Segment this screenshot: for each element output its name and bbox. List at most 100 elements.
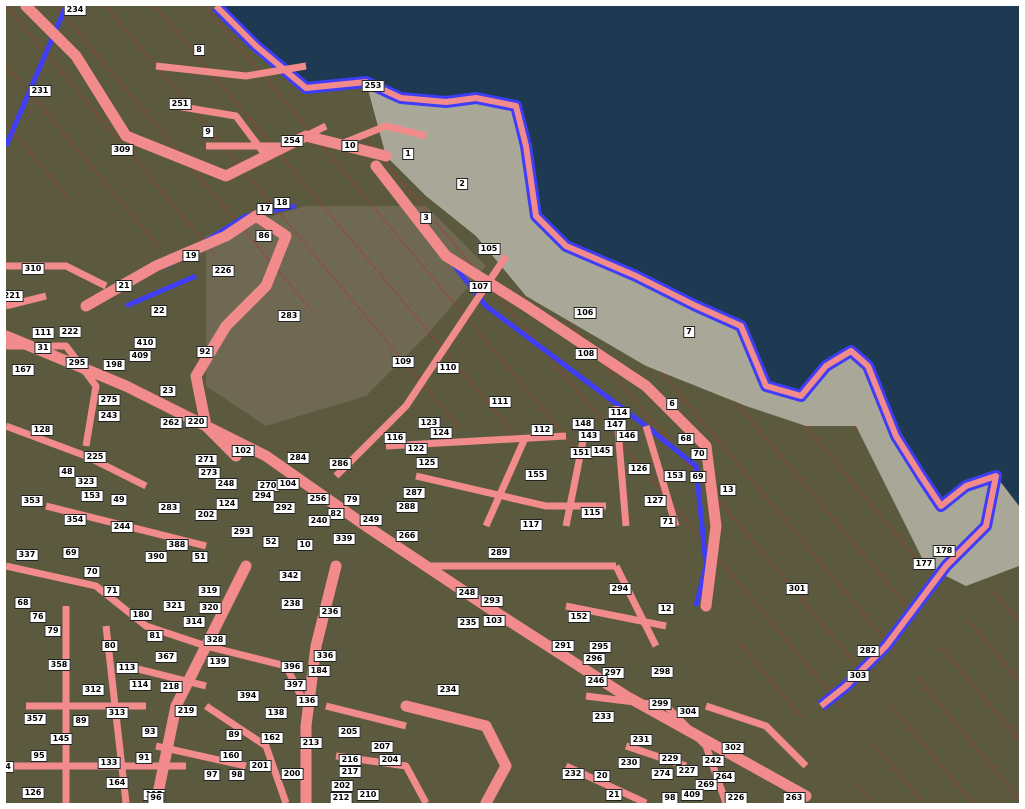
parcel-label-p82[interactable]: 82: [327, 508, 345, 520]
parcel-label-p235[interactable]: 235: [456, 617, 480, 629]
parcel-label-p102[interactable]: 102: [231, 445, 255, 457]
parcel-label-p295b[interactable]: 295: [588, 641, 612, 653]
parcel-label-p205[interactable]: 205: [337, 726, 361, 738]
parcel-label-p71b[interactable]: 71: [103, 585, 121, 597]
parcel-label-p153[interactable]: 153: [663, 470, 687, 482]
parcel-label-p19[interactable]: 19: [182, 250, 200, 262]
parcel-label-p301[interactable]: 301: [785, 583, 809, 595]
parcel-label-p220[interactable]: 220: [184, 416, 208, 428]
parcel-label-p116[interactable]: 116: [383, 432, 407, 444]
parcel-label-p7[interactable]: 7: [683, 326, 695, 338]
parcel-label-p388[interactable]: 388: [165, 539, 189, 551]
parcel-label-p287[interactable]: 287: [402, 487, 426, 499]
parcel-label-p271[interactable]: 271: [194, 454, 218, 466]
parcel-label-p319[interactable]: 319: [197, 585, 221, 597]
parcel-label-p234a[interactable]: 234: [63, 6, 87, 16]
parcel-label-p238[interactable]: 238: [280, 598, 304, 610]
parcel-label-p292[interactable]: 292: [272, 502, 296, 514]
parcel-label-p112[interactable]: 112: [530, 424, 554, 436]
parcel-label-p126b[interactable]: 126: [21, 787, 45, 799]
parcel-label-p409a[interactable]: 409: [128, 350, 152, 362]
parcel-label-p2[interactable]: 2: [456, 178, 468, 190]
parcel-label-p273[interactable]: 273: [197, 467, 221, 479]
parcel-label-p323[interactable]: 323: [74, 476, 98, 488]
parcel-label-p242[interactable]: 242: [701, 755, 725, 767]
parcel-label-p234b[interactable]: 234: [436, 684, 460, 696]
parcel-label-p210[interactable]: 210: [356, 789, 380, 801]
parcel-label-p293b[interactable]: 293: [480, 595, 504, 607]
parcel-label-p110[interactable]: 110: [436, 362, 460, 374]
parcel-label-p52[interactable]: 52: [262, 536, 280, 548]
parcel-label-p178[interactable]: 178: [932, 545, 956, 557]
parcel-label-p232[interactable]: 232: [561, 768, 585, 780]
parcel-label-p10b[interactable]: 10: [296, 539, 314, 551]
parcel-label-p177[interactable]: 177: [912, 558, 936, 570]
parcel-label-p256[interactable]: 256: [306, 493, 330, 505]
parcel-label-p145b[interactable]: 145: [49, 733, 73, 745]
parcel-label-p13[interactable]: 13: [719, 484, 737, 496]
parcel-label-p264[interactable]: 264: [712, 771, 736, 783]
parcel-label-p357[interactable]: 357: [23, 713, 47, 725]
parcel-label-p216[interactable]: 216: [338, 754, 362, 766]
parcel-label-p115[interactable]: 115: [580, 507, 604, 519]
parcel-label-p337[interactable]: 337: [15, 549, 39, 561]
parcel-label-p148[interactable]: 148: [571, 418, 595, 430]
parcel-label-p342[interactable]: 342: [278, 570, 302, 582]
parcel-label-p304[interactable]: 304: [676, 706, 700, 718]
parcel-label-p21[interactable]: 21: [115, 280, 133, 292]
parcel-label-p96[interactable]: 96: [147, 792, 165, 803]
parcel-label-p138[interactable]: 138: [264, 707, 288, 719]
parcel-label-p296[interactable]: 296: [582, 653, 606, 665]
parcel-label-p286[interactable]: 286: [328, 458, 352, 470]
parcel-label-p240[interactable]: 240: [307, 515, 331, 527]
parcel-label-p167[interactable]: 167: [11, 364, 35, 376]
parcel-label-p12[interactable]: 12: [657, 603, 675, 615]
parcel-label-p274[interactable]: 274: [650, 768, 674, 780]
parcel-label-p80[interactable]: 80: [101, 640, 119, 652]
parcel-label-p269[interactable]: 269: [694, 779, 718, 791]
parcel-label-p204[interactable]: 204: [378, 754, 402, 766]
parcel-label-p125[interactable]: 125: [415, 457, 439, 469]
parcel-label-p155[interactable]: 155: [524, 469, 548, 481]
parcel-label-p309[interactable]: 309: [110, 144, 134, 156]
parcel-label-p198[interactable]: 198: [102, 359, 126, 371]
parcel-label-p246[interactable]: 246: [584, 675, 608, 687]
parcel-label-p397[interactable]: 397: [283, 679, 307, 691]
parcel-label-p71a[interactable]: 71: [659, 516, 677, 528]
parcel-label-p124[interactable]: 124: [429, 427, 453, 439]
parcel-label-p293[interactable]: 293: [230, 526, 254, 538]
parcel-label-p145[interactable]: 145: [590, 445, 614, 457]
parcel-label-p283b[interactable]: 283: [157, 502, 181, 514]
parcel-label-p226a[interactable]: 226: [211, 265, 235, 277]
parcel-label-p202[interactable]: 202: [194, 509, 218, 521]
parcel-label-p339[interactable]: 339: [332, 533, 356, 545]
parcel-label-p8[interactable]: 8: [193, 44, 205, 56]
parcel-label-p69a[interactable]: 69: [689, 471, 707, 483]
parcel-label-p263[interactable]: 263: [782, 792, 806, 803]
parcel-label-p22[interactable]: 22: [150, 305, 168, 317]
parcel-label-p218[interactable]: 218: [159, 681, 183, 693]
parcel-label-p289[interactable]: 289: [487, 547, 511, 559]
parcel-label-p147[interactable]: 147: [603, 419, 627, 431]
parcel-label-p91[interactable]: 91: [135, 752, 153, 764]
parcel-label-p111a[interactable]: 111: [31, 327, 55, 339]
parcel-label-p221[interactable]: 221: [6, 290, 24, 302]
parcel-label-p409b[interactable]: 409: [680, 789, 704, 801]
parcel-label-p9[interactable]: 9: [202, 126, 214, 138]
parcel-label-p230[interactable]: 230: [617, 757, 641, 769]
parcel-label-p104[interactable]: 104: [276, 478, 300, 490]
parcel-label-p200[interactable]: 200: [280, 768, 304, 780]
parcel-label-p336[interactable]: 336: [313, 650, 337, 662]
parcel-label-p160[interactable]: 160: [219, 750, 243, 762]
parcel-label-p1[interactable]: 1: [402, 148, 414, 160]
parcel-label-p312[interactable]: 312: [81, 684, 105, 696]
parcel-label-p354[interactable]: 354: [63, 514, 87, 526]
parcel-label-p98a[interactable]: 98: [228, 769, 246, 781]
parcel-label-p122[interactable]: 122: [404, 443, 428, 455]
parcel-label-p313[interactable]: 313: [105, 707, 129, 719]
parcel-label-p136[interactable]: 136: [295, 695, 319, 707]
parcel-label-p353[interactable]: 353: [20, 495, 44, 507]
parcel-label-p282[interactable]: 282: [856, 645, 880, 657]
parcel-label-p126[interactable]: 126: [627, 463, 651, 475]
parcel-label-p295a[interactable]: 295: [65, 357, 89, 369]
